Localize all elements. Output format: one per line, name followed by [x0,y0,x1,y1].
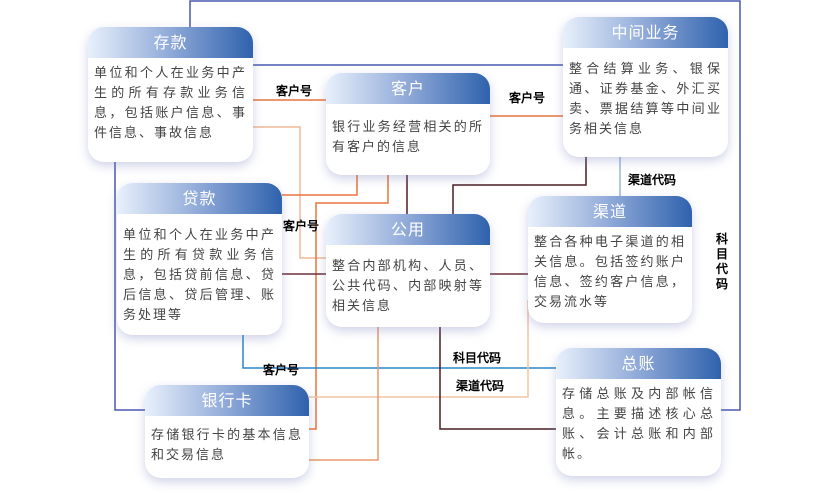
entity-common[interactable]: 公用 整合内部机构、人员、公共代码、内部映射等相关信息 [326,214,490,327]
link-channel-card [309,300,529,398]
entity-customer[interactable]: 客户 银行业务经营相关的所有客户的信息 [326,73,490,175]
link-intermediate-common [452,157,587,214]
link-label: 客户号 [276,84,313,98]
entity-desc: 整合内部机构、人员、公共代码、内部映射等相关信息 [332,259,484,314]
link-deposit-card [114,162,145,411]
entity-title: 客户 [326,73,490,104]
entity-intermediate[interactable]: 中间业务 整合结算业务、银保通、证券基金、外汇买卖、票据结算等中间业务相关信息 [563,17,728,157]
entity-loan[interactable]: 贷款 单位和个人在业务中产生的所有贷款业务信息，包括贷前信息、贷后信息、贷后管理… [117,183,282,335]
outer-link-deposit-ledger [189,0,741,411]
link-loan-ledger [242,335,556,369]
entity-channel[interactable]: 渠道 整合各种电子渠道的相关信息。包括签约账户信息、签约客户信息，交易流水等 [528,196,692,323]
link-label: 科目代码 [453,351,502,365]
link-customer-card [309,175,389,430]
entity-ledger[interactable]: 总账 存储总账及内部帐信息。主要描述核心总账、会计总账和内部帐。 [556,348,721,476]
link-label-vertical: 科目代码 [716,232,729,291]
entity-title: 渠道 [528,196,692,227]
entity-desc: 银行业务经营相关的所有客户的信息 [332,120,484,155]
entity-title: 公用 [326,214,490,245]
link-deposit-common [253,126,326,259]
entity-deposit[interactable]: 存款 单位和个人在业务中产生的所有存款业务信息，包括账户信息、事件信息、事故信息 [88,27,253,162]
entity-title: 银行卡 [145,385,309,416]
entity-desc: 整合各种电子渠道的相关信息。包括签约账户信息、签约客户信息，交易流水等 [534,235,686,310]
entity-desc: 单位和个人在业务中产生的所有存款业务信息，包括账户信息、事件信息、事故信息 [94,66,247,141]
link-common-ledger [439,327,556,430]
entity-card[interactable]: 银行卡 存储银行卡的基本信息和交易信息 [145,385,309,478]
link-label: 渠道代码 [456,379,505,393]
link-label: 客户号 [509,91,546,105]
link-label: 渠道代码 [628,173,677,187]
link-label: 客户号 [283,219,320,233]
entity-title: 贷款 [117,183,282,214]
entity-desc: 整合结算业务、银保通、证券基金、外汇买卖、票据结算等中间业务相关信息 [569,62,722,137]
entity-desc: 存储总账及内部帐信息。主要描述核心总账、会计总账和内部帐。 [562,387,715,462]
entity-desc: 单位和个人在业务中产生的所有贷款业务信息，包括贷前信息、贷后信息、贷后管理、账务… [123,228,276,323]
link-customer-loan [282,175,358,196]
entity-title: 存款 [88,27,253,58]
link-label: 客户号 [263,363,300,377]
link-common-card [309,327,379,461]
entity-desc: 存储银行卡的基本信息和交易信息 [151,428,303,463]
entity-title: 中间业务 [563,17,728,48]
entity-title: 总账 [556,348,721,379]
